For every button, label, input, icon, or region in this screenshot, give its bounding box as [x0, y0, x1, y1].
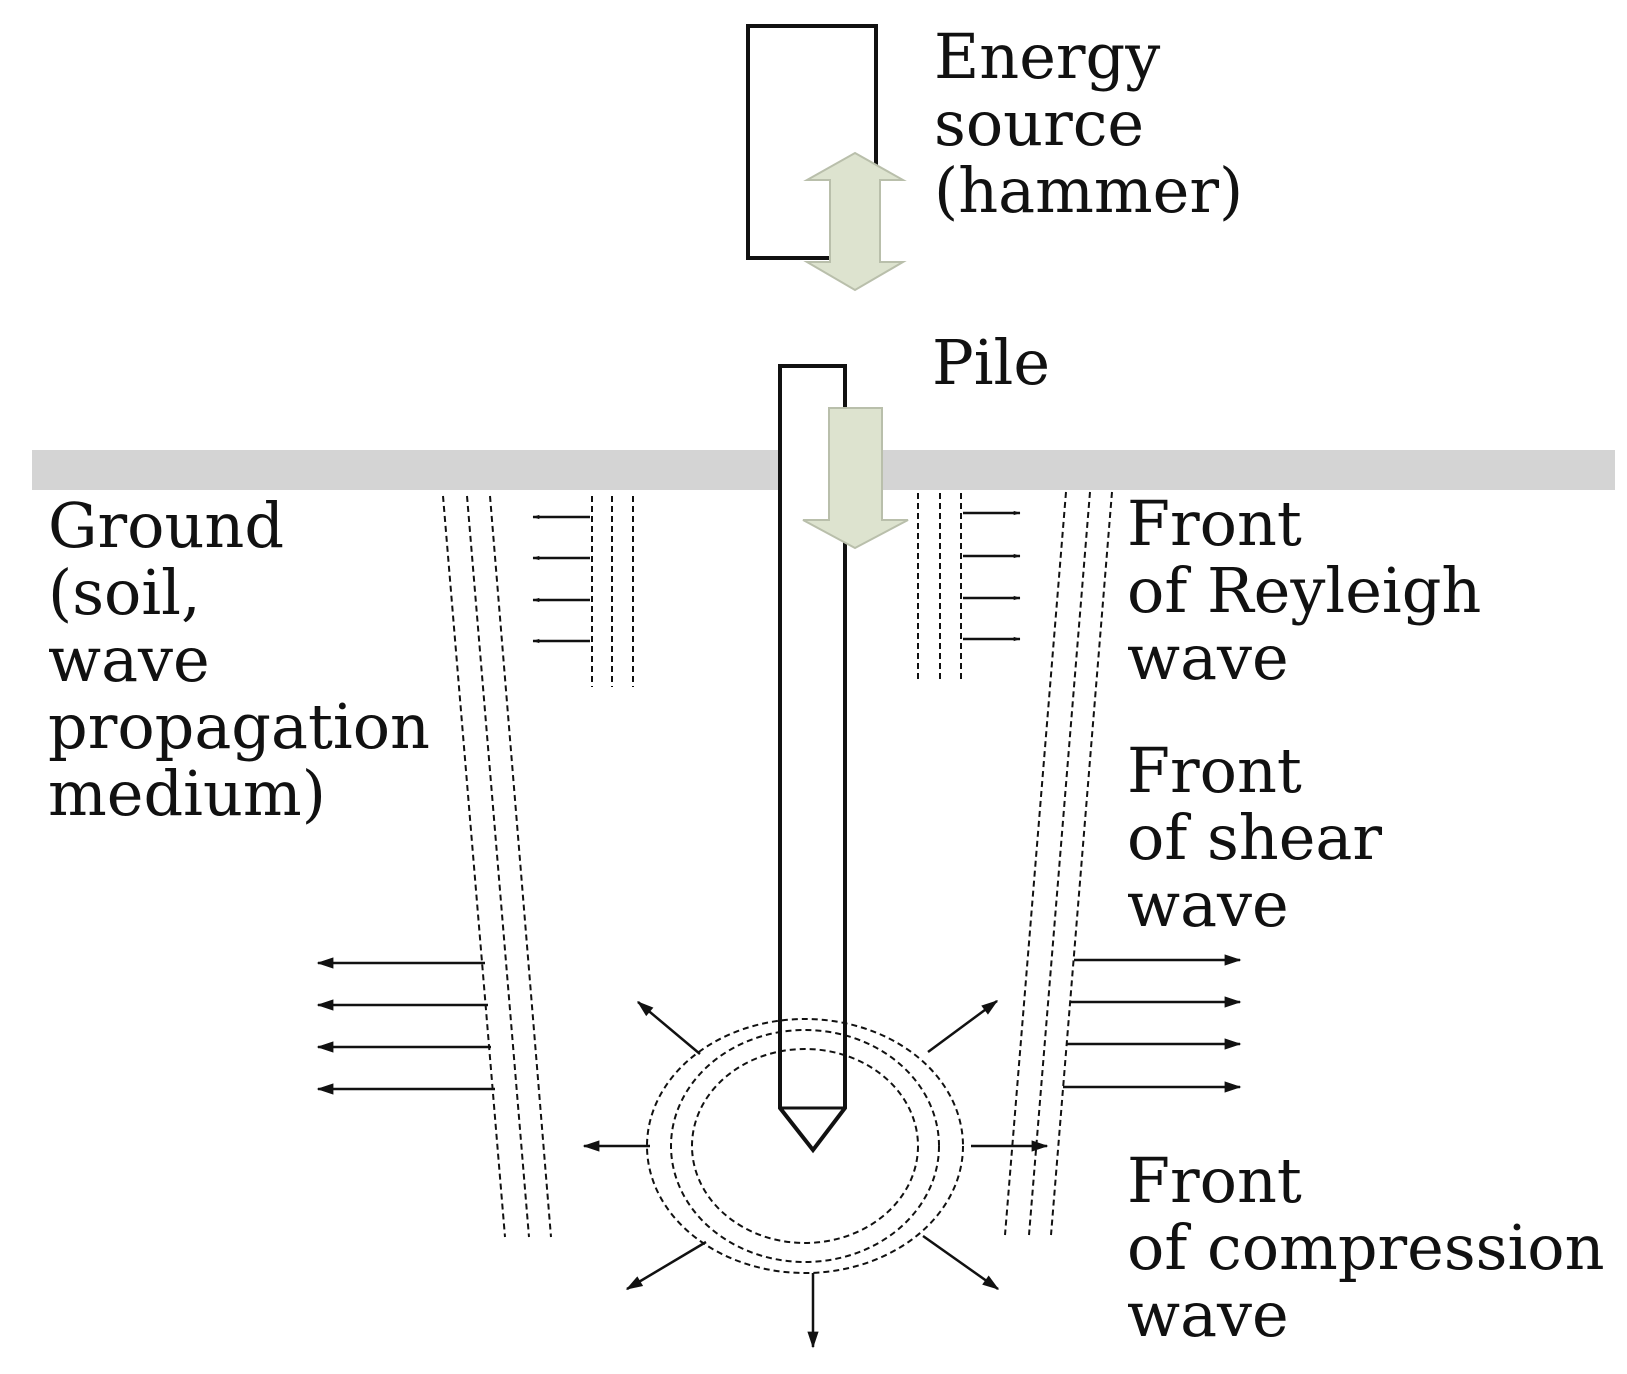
shear-front-left: [442, 495, 552, 1238]
rayleigh-front-right: [917, 493, 962, 683]
shear-arrows-right: [1063, 954, 1242, 1093]
compression-arrows: [582, 999, 1049, 1349]
pile-body: [778, 364, 847, 1154]
rayleigh-front-label: Front of Reyleigh wave: [1127, 487, 1501, 694]
rayleigh-front-left: [591, 496, 634, 687]
compression-front-label: Front of compression wave: [1127, 1144, 1624, 1351]
pile-motion-arrow: [802, 407, 909, 550]
compression-front: [646, 1018, 964, 1274]
rayleigh-arrows-right: [963, 510, 1021, 642]
energy-source-label: Energy source (hammer): [934, 20, 1243, 227]
rayleigh-arrows-left: [532, 514, 590, 644]
hammer-motion-arrow: [803, 151, 907, 292]
shear-arrows-left: [316, 957, 495, 1095]
shear-front-right: [1004, 491, 1113, 1236]
ground-label: Ground (soil, wave propagation medium): [48, 489, 450, 830]
pile-label: Pile: [932, 326, 1050, 399]
shear-front-label: Front of shear wave: [1127, 734, 1402, 941]
